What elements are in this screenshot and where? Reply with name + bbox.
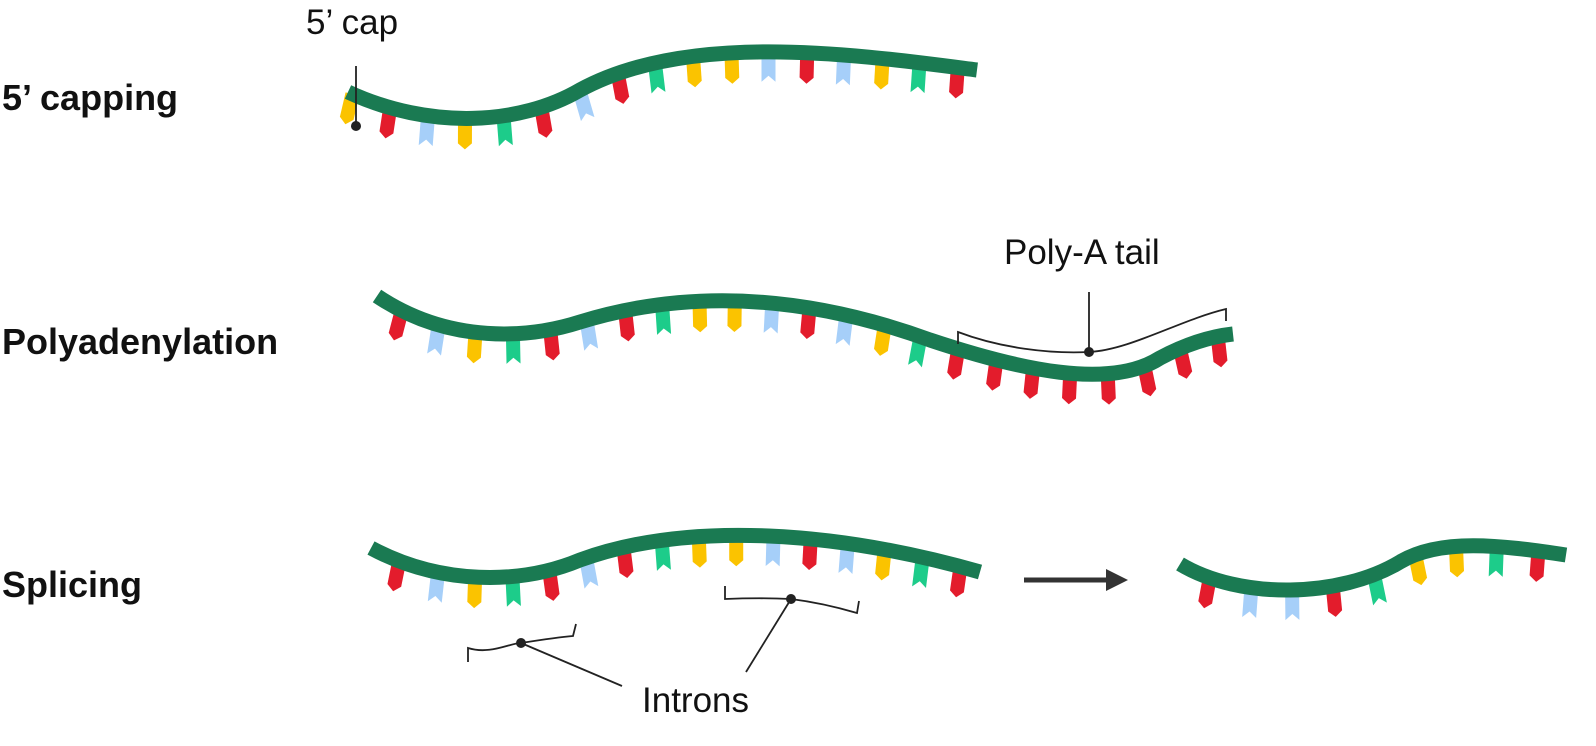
bases-polyadenylation xyxy=(388,300,1228,405)
strand-splicing-before xyxy=(367,527,983,609)
introns-label: Introns xyxy=(642,681,749,720)
5-cap-label: 5’ cap xyxy=(306,3,398,42)
callout-introns: Introns xyxy=(467,586,860,720)
backbone-polyadenylation xyxy=(372,289,1234,382)
intron-2-pointer-dot xyxy=(786,594,796,604)
poly-a-tail-label: Poly-A tail xyxy=(1004,233,1160,272)
splicing-arrow-head xyxy=(1106,569,1128,591)
strand-capping xyxy=(339,44,978,150)
intron-1-pointer-dot xyxy=(516,638,526,648)
strand-splicing-after xyxy=(1176,538,1568,621)
bases-capping xyxy=(339,51,965,150)
5-cap-pointer-dot xyxy=(351,121,361,131)
row-label-splicing: Splicing xyxy=(2,564,142,605)
backbone-capping xyxy=(344,44,978,126)
intron-1-leader-line xyxy=(520,642,623,687)
row-label-capping: 5’ capping xyxy=(2,77,178,118)
splicing-before-yellow-base xyxy=(729,535,744,567)
backbone-splicing-after xyxy=(1176,538,1568,598)
capping-yellow-base xyxy=(457,118,472,150)
splicing-arrow xyxy=(1024,569,1128,591)
intron-2-leader-line xyxy=(745,598,792,673)
polyadenylation-yellow-base xyxy=(727,300,742,332)
backbone-splicing-before xyxy=(367,527,983,585)
poly-a-tail-pointer-dot xyxy=(1084,347,1094,357)
callout-5-cap: 5’ cap xyxy=(306,3,398,131)
callout-poly-a-tail: Poly-A tail xyxy=(957,233,1227,357)
strand-polyadenylation xyxy=(372,289,1234,405)
row-label-polyadenylation: Polyadenylation xyxy=(2,321,278,362)
